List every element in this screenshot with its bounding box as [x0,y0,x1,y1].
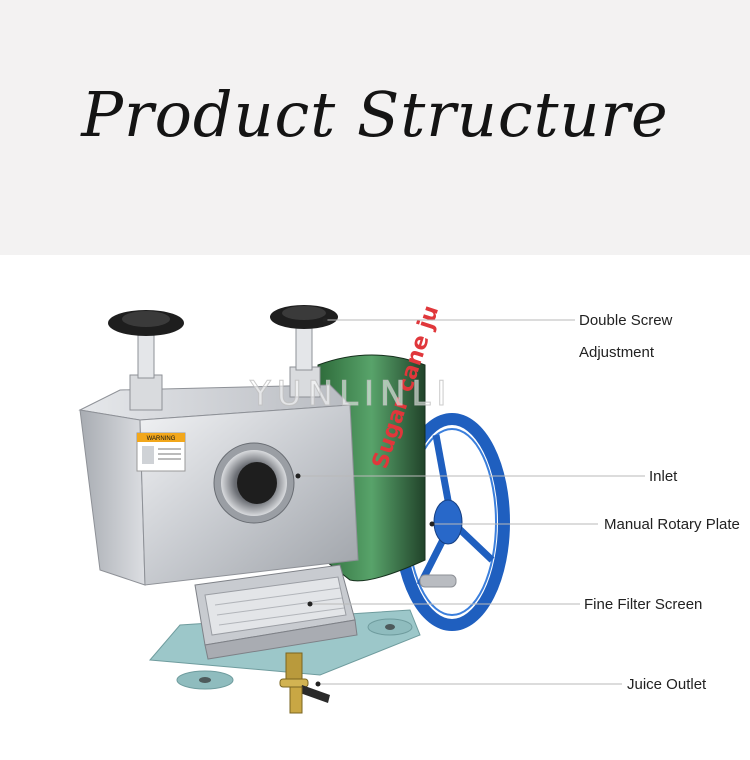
filter-drawer [194,564,358,660]
inlet-tube [213,442,295,524]
screw-adjuster-left [108,310,184,411]
leader-dot-rotary-plate [429,521,435,527]
leader-dot-inlet [295,473,301,479]
screw-adjuster-right [270,305,338,398]
callout-fine-filter-screen: Fine Filter Screen [584,596,703,613]
watermark: YUNLINLI [249,374,453,415]
juice-outlet-spout [279,652,330,714]
leader-dot-juice-outlet [315,681,321,687]
leader-dot-double-screw [322,317,328,323]
callout-inlet: Inlet [649,468,678,485]
callout-leaders [295,317,645,687]
warning-label: WARNING [147,436,176,442]
callout-double-screw-line2: Adjustment [579,344,655,361]
machine-illustration: Sugar cane ju WARNING [78,302,645,714]
diagram-stage: Sugar cane ju WARNING [0,255,750,760]
header-banner: Product Structure [0,0,750,255]
page-title: Product Structure [81,78,669,151]
callout-double-screw: Double Screw [579,312,673,329]
leader-dot-filter-screen [307,601,313,607]
callout-manual-rotary-plate: Manual Rotary Plate [604,516,740,533]
machine-body: WARNING [78,384,359,586]
callout-juice-outlet: Juice Outlet [627,676,707,693]
